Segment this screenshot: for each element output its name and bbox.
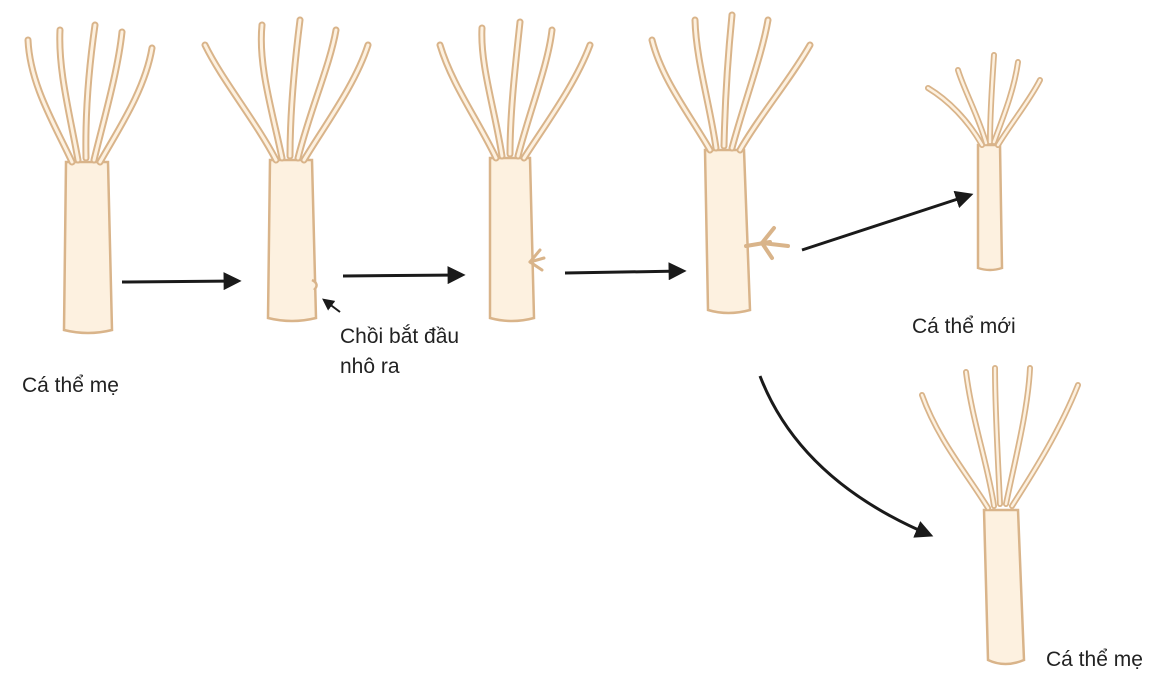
hydra-bud-mature — [652, 15, 810, 313]
hydra-mother-stage-2 — [922, 368, 1078, 664]
hydra-mother-stage-1 — [28, 25, 152, 333]
hydra-new-individual — [928, 55, 1040, 270]
label-new-individual: Cá thể mới — [912, 313, 1016, 341]
hydra-bud-growing — [440, 22, 590, 321]
label-mother-stage-1: Cá thể mẹ — [22, 372, 119, 400]
label-bud-emerging-line-1: Chồi bắt đầu — [340, 323, 459, 351]
arrow-to-mother — [760, 376, 930, 535]
arrow-to-new-individual — [802, 195, 970, 250]
arrow-3 — [565, 271, 683, 273]
bud-icon — [746, 228, 788, 258]
arrow-1 — [122, 281, 238, 282]
arrow-2 — [343, 275, 462, 276]
label-mother-stage-2: Cá thể mẹ — [1046, 646, 1143, 674]
label-bud-emerging-line-2: nhô ra — [340, 353, 400, 381]
bud-pointer-arrow — [324, 300, 340, 312]
